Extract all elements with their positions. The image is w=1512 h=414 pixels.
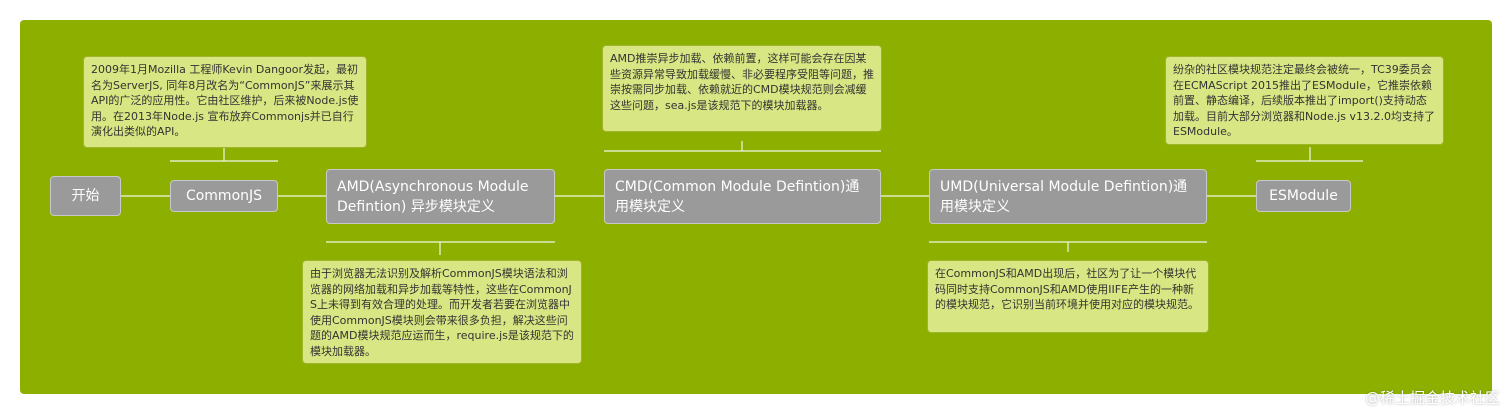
note-amd: 由于浏览器无法识别及解析CommonJS模块语法和浏览器的网络加载和异步加载等特… bbox=[302, 260, 582, 364]
note-umd: 在CommonJS和AMD出现后，社区为了让一个模块代码同时支持CommonJS… bbox=[927, 260, 1209, 333]
node-amd[interactable]: AMD(Asynchronous Module Defintion) 异步模块定… bbox=[326, 169, 555, 224]
note-commonjs: 2009年1月Mozilla 工程师Kevin Dangoor发起，最初名为Se… bbox=[83, 56, 367, 148]
mindmap-canvas: 开始 CommonJS AMD(Asynchronous Module Defi… bbox=[20, 20, 1492, 394]
connector-note-amd bbox=[326, 241, 555, 255]
node-esmodule[interactable]: ESModule bbox=[1256, 180, 1351, 212]
node-start[interactable]: 开始 bbox=[50, 176, 121, 216]
connector-note-esmodule bbox=[1256, 147, 1363, 162]
watermark-text: @稀土掘金技术社区 bbox=[1364, 389, 1500, 407]
node-umd[interactable]: UMD(Universal Module Defintion)通 用模块定义 bbox=[929, 169, 1207, 224]
note-esmodule: 纷杂的社区模块规范注定最终会被统一，TC39委员会在ECMAScript 201… bbox=[1165, 56, 1444, 145]
connector-note-cmd bbox=[604, 141, 881, 152]
node-commonjs[interactable]: CommonJS bbox=[170, 180, 278, 212]
node-cmd[interactable]: CMD(Common Module Defintion)通 用模块定义 bbox=[604, 169, 881, 224]
connector-note-commonjs bbox=[170, 148, 278, 162]
note-cmd: AMD推崇异步加载、依赖前置，这样可能会存在因某些资源异常导致加载缓慢、非必要程… bbox=[602, 45, 882, 132]
connector-note-umd bbox=[929, 241, 1207, 252]
connector-lines bbox=[121, 141, 1363, 255]
